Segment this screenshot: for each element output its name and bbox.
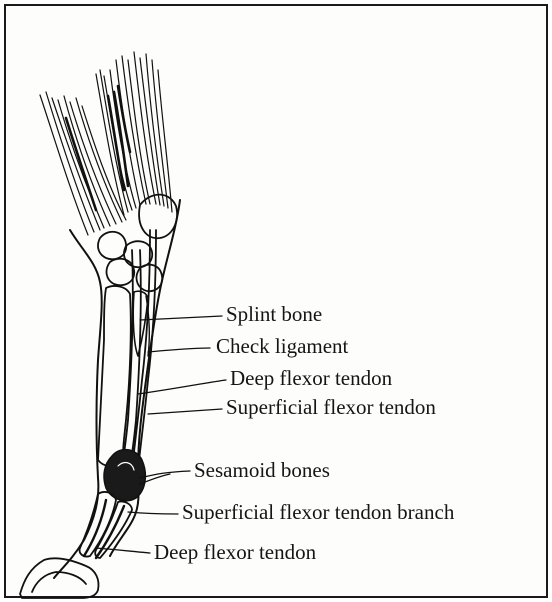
label-splint-bone: Splint bone: [226, 304, 322, 325]
label-deep-flexor-tendon-upper: Deep flexor tendon: [230, 368, 392, 389]
label-superficial-flexor-tendon-branch: Superficial flexor tendon branch: [182, 502, 454, 523]
forearm-muscle-fibres: [40, 52, 172, 235]
label-sesamoid-bones: Sesamoid bones: [194, 460, 330, 481]
muscle-shading: [66, 86, 130, 210]
hoof: [20, 558, 99, 598]
carpal-bones: [98, 195, 177, 292]
label-check-ligament: Check ligament: [216, 336, 348, 357]
label-superficial-flexor-tendon: Superficial flexor tendon: [226, 397, 436, 418]
label-deep-flexor-tendon-lower: Deep flexor tendon: [154, 542, 316, 563]
